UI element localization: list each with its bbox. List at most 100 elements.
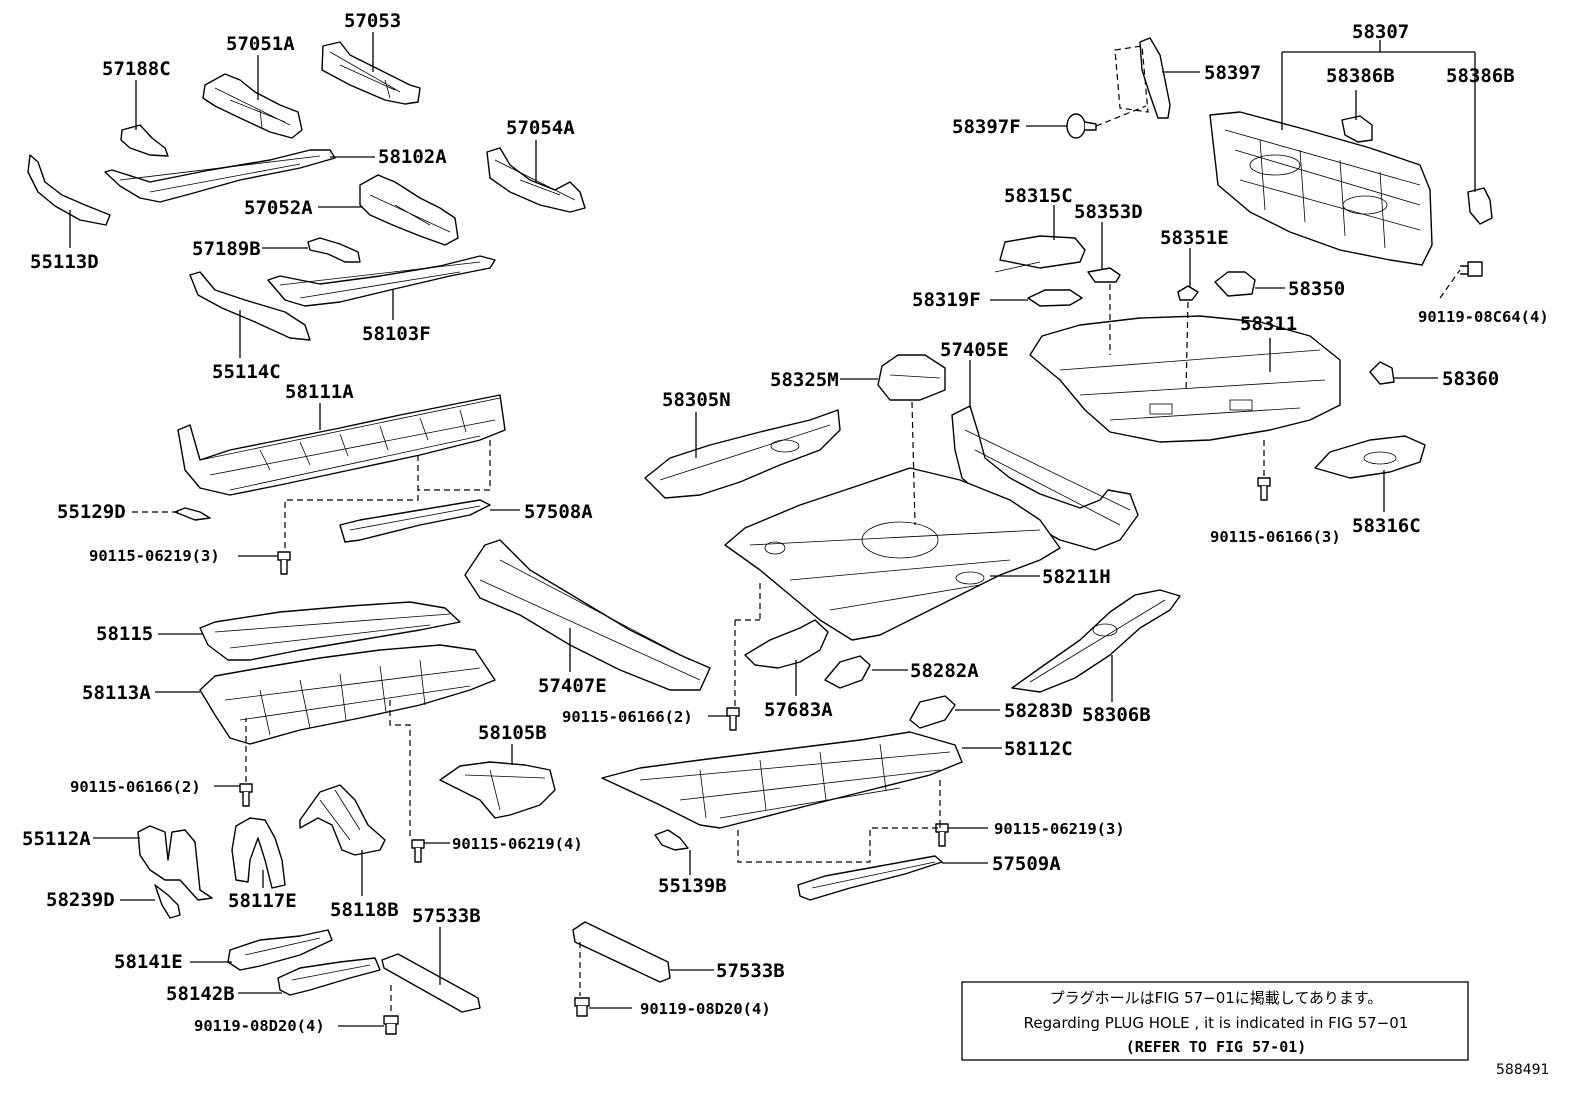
part-58105B-drawing bbox=[439, 761, 556, 819]
label-57405E[interactable]: 57405E bbox=[940, 339, 1009, 361]
label-55139B[interactable]: 55139B bbox=[658, 875, 727, 897]
label-57509A[interactable]: 57509A bbox=[992, 853, 1061, 875]
label-58325M[interactable]: 58325M bbox=[770, 369, 839, 391]
plug-hole-note: プラグホールはFIG 57−01に掲載してあります。 Regarding PLU… bbox=[961, 981, 1469, 1061]
label-58316C[interactable]: 58316C bbox=[1352, 515, 1421, 537]
label-58311[interactable]: 58311 bbox=[1240, 313, 1297, 335]
part-58350-drawing bbox=[1214, 271, 1256, 297]
label-55114C[interactable]: 55114C bbox=[212, 361, 281, 383]
note-reference-text: (REFER TO FIG 57-01) bbox=[1126, 1038, 1307, 1056]
part-58353D-drawing bbox=[1087, 267, 1121, 283]
part-58118B-drawing bbox=[299, 784, 386, 856]
label-58386B-b[interactable]: 58386B bbox=[1446, 65, 1515, 87]
part-58311-drawing bbox=[1029, 315, 1341, 443]
label-58351E[interactable]: 58351E bbox=[1160, 227, 1229, 249]
label-57533B-b[interactable]: 57533B bbox=[716, 960, 785, 982]
part-55112A-drawing bbox=[137, 825, 213, 901]
label-57052A[interactable]: 57052A bbox=[244, 197, 313, 219]
part-58115-drawing bbox=[199, 601, 461, 661]
part-58111A-drawing bbox=[177, 394, 506, 496]
label-57407E[interactable]: 57407E bbox=[538, 675, 607, 697]
label-58305N[interactable]: 58305N bbox=[662, 389, 731, 411]
label-57508A[interactable]: 57508A bbox=[524, 501, 593, 523]
label-58115[interactable]: 58115 bbox=[96, 623, 153, 645]
label-58307[interactable]: 58307 bbox=[1352, 21, 1409, 43]
label-57188C[interactable]: 57188C bbox=[102, 58, 171, 80]
part-58113A-drawing bbox=[199, 644, 496, 745]
label-58386B-a[interactable]: 58386B bbox=[1326, 65, 1395, 87]
part-58307-drawing bbox=[1209, 111, 1433, 266]
bolt-90119-08C64-4 bbox=[1460, 261, 1483, 277]
part-55139B-drawing bbox=[654, 829, 689, 851]
part-58211H-drawing bbox=[724, 467, 1061, 641]
part-58397-drawing bbox=[1114, 37, 1171, 119]
part-58103F-drawing bbox=[267, 255, 496, 307]
part-57054A-drawing bbox=[486, 147, 586, 213]
label-58211H[interactable]: 58211H bbox=[1042, 566, 1111, 588]
label-57054A[interactable]: 57054A bbox=[506, 117, 575, 139]
note-box bbox=[961, 981, 1469, 1061]
part-58239D-drawing bbox=[154, 884, 181, 919]
part-58117E-drawing bbox=[231, 817, 286, 889]
label-57189B[interactable]: 57189B bbox=[192, 238, 261, 260]
label-90115-06219-3b[interactable]: 90115-06219(3) bbox=[994, 820, 1125, 838]
label-57053[interactable]: 57053 bbox=[344, 10, 401, 32]
figure-code: 588491 bbox=[1496, 1062, 1549, 1078]
label-58353D[interactable]: 58353D bbox=[1074, 201, 1143, 223]
label-55129D[interactable]: 55129D bbox=[57, 501, 126, 523]
note-japanese-text: プラグホールはFIG 57−01に掲載してあります。 bbox=[1050, 989, 1383, 1007]
label-58105B[interactable]: 58105B bbox=[478, 722, 547, 744]
part-57683A-drawing bbox=[744, 619, 829, 669]
label-58397[interactable]: 58397 bbox=[1204, 62, 1261, 84]
label-58239D[interactable]: 58239D bbox=[46, 889, 115, 911]
part-57533B-b-drawing bbox=[572, 921, 671, 983]
label-58283D[interactable]: 58283D bbox=[1004, 700, 1073, 722]
part-57533B-a-drawing bbox=[381, 953, 481, 1013]
label-90115-06219-4[interactable]: 90115-06219(4) bbox=[452, 835, 583, 853]
label-90119-08C64-4[interactable]: 90119-08C64(4) bbox=[1418, 308, 1549, 326]
label-58282A[interactable]: 58282A bbox=[910, 660, 979, 682]
label-58142B[interactable]: 58142B bbox=[166, 983, 235, 1005]
label-57683A[interactable]: 57683A bbox=[764, 699, 833, 721]
label-90119-08D20-4a[interactable]: 90119-08D20(4) bbox=[194, 1017, 325, 1035]
label-90115-06166-3[interactable]: 90115-06166(3) bbox=[1210, 528, 1341, 546]
label-58111A[interactable]: 58111A bbox=[285, 381, 354, 403]
bolt-90119-08D20-4b bbox=[574, 997, 590, 1017]
label-90115-06166-2a[interactable]: 90115-06166(2) bbox=[70, 778, 201, 796]
part-57188C-drawing bbox=[120, 124, 169, 157]
part-57509A-drawing bbox=[797, 855, 943, 901]
label-90115-06166-2b[interactable]: 90115-06166(2) bbox=[562, 708, 693, 726]
label-58141E[interactable]: 58141E bbox=[114, 951, 183, 973]
label-58360[interactable]: 58360 bbox=[1442, 368, 1499, 390]
label-58319F[interactable]: 58319F bbox=[912, 289, 981, 311]
bolt-90119-08D20-4a bbox=[383, 1015, 399, 1035]
part-58325M-drawing bbox=[877, 354, 946, 401]
label-58315C[interactable]: 58315C bbox=[1004, 185, 1073, 207]
label-58117E[interactable]: 58117E bbox=[228, 890, 297, 912]
label-55112A[interactable]: 55112A bbox=[22, 828, 91, 850]
part-57407E-drawing bbox=[464, 539, 711, 691]
leader-lines bbox=[69, 32, 1476, 1027]
part-55113D-drawing bbox=[27, 154, 111, 226]
label-90115-06219-3a[interactable]: 90115-06219(3) bbox=[89, 547, 220, 565]
label-58113A[interactable]: 58113A bbox=[82, 682, 151, 704]
part-57189B-drawing bbox=[307, 237, 361, 263]
label-90119-08D20-4b[interactable]: 90119-08D20(4) bbox=[640, 1000, 771, 1018]
label-57533B-a[interactable]: 57533B bbox=[412, 905, 481, 927]
part-58316C-drawing bbox=[1314, 435, 1426, 479]
part-58142B-drawing bbox=[277, 957, 381, 996]
label-58102A[interactable]: 58102A bbox=[378, 146, 447, 168]
label-58350[interactable]: 58350 bbox=[1288, 278, 1345, 300]
part-labels: 57053 57051A 57188C 58102A 57054A 57052A… bbox=[22, 10, 1549, 1035]
label-57051A[interactable]: 57051A bbox=[226, 33, 295, 55]
part-55114C-drawing bbox=[189, 271, 311, 341]
label-58112C[interactable]: 58112C bbox=[1004, 738, 1073, 760]
label-58118B[interactable]: 58118B bbox=[330, 899, 399, 921]
part-55129D-drawing bbox=[174, 507, 211, 521]
bolt-90115-06166-2a bbox=[239, 783, 253, 807]
label-58306B[interactable]: 58306B bbox=[1082, 704, 1151, 726]
label-58103F[interactable]: 58103F bbox=[362, 323, 431, 345]
label-55113D[interactable]: 55113D bbox=[30, 251, 99, 273]
label-58397F[interactable]: 58397F bbox=[952, 116, 1021, 138]
